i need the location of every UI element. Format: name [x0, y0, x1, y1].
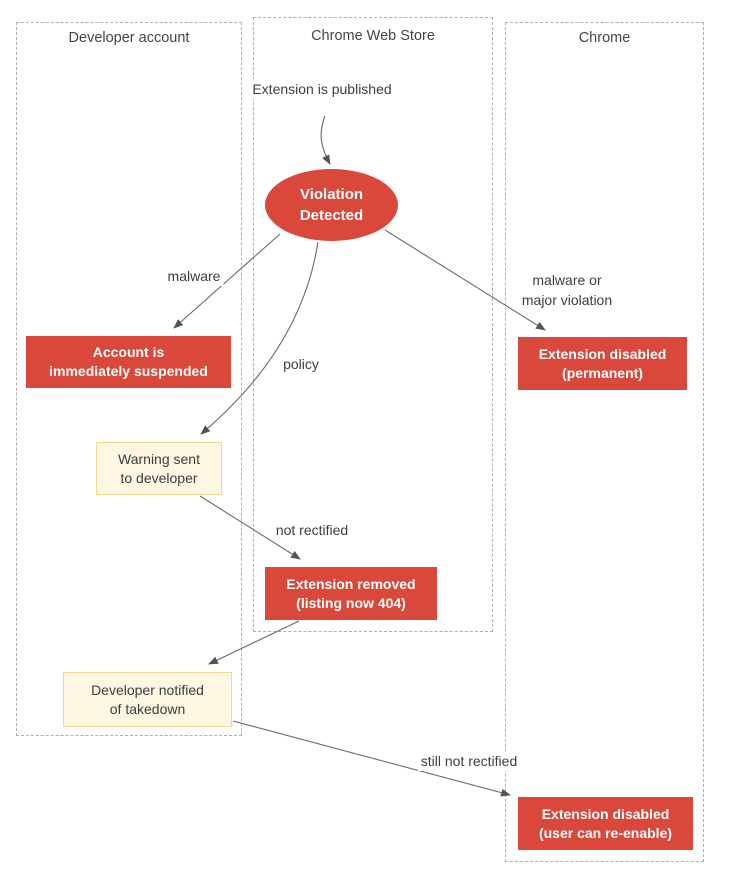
node-line: Violation: [299, 186, 364, 203]
node-line: published: [331, 81, 392, 97]
node-extension-disabled-permanent: Extension disabled (permanent): [518, 337, 687, 390]
node-line: (permanent): [562, 364, 643, 381]
edge-label-still-not-rectified: still not rectified: [417, 751, 521, 771]
node-warning-sent: Warning sent to developer: [96, 442, 222, 495]
edge-label-not-rectified: not rectified: [272, 520, 352, 540]
edge-label-policy: policy: [280, 354, 322, 374]
node-line: Detected: [299, 207, 364, 224]
node-line: Extension removed: [286, 575, 416, 592]
node-line: Extension disabled: [541, 805, 670, 822]
node-line: immediately suspended: [49, 363, 208, 379]
node-line: (user can re-enable): [538, 824, 673, 841]
edge-label-line: major violation: [521, 292, 613, 308]
lane-title-chrome-web-store: Chrome Web Store: [311, 28, 435, 44]
edge-label-malware-or-major-violation: malware or major violation: [518, 270, 616, 310]
node-line: Extension is: [252, 81, 328, 97]
node-line: of takedown: [109, 700, 186, 717]
edge-label-line: malware or: [532, 272, 602, 288]
node-line: Account is: [92, 344, 165, 360]
node-violation-detected: Violation Detected: [265, 169, 398, 241]
node-line: Warning sent: [118, 450, 200, 467]
node-developer-notified: Developer notified of takedown: [63, 672, 232, 727]
node-line: Developer notified: [91, 681, 204, 698]
node-extension-published: Extension is published: [249, 79, 395, 99]
node-line: Extension disabled: [538, 345, 667, 362]
lane-title-developer-account: Developer account: [68, 30, 190, 46]
node-line: to developer: [120, 469, 198, 486]
lane-chrome: Chrome: [505, 22, 704, 862]
edge-label-malware: malware: [164, 266, 224, 286]
node-extension-removed: Extension removed (listing now 404): [265, 567, 437, 620]
lane-title-chrome: Chrome: [578, 30, 631, 46]
node-extension-disabled-reenable: Extension disabled (user can re-enable): [518, 797, 693, 850]
node-account-suspended: Account is immediately suspended: [26, 336, 231, 388]
node-line: (listing now 404): [296, 594, 406, 611]
